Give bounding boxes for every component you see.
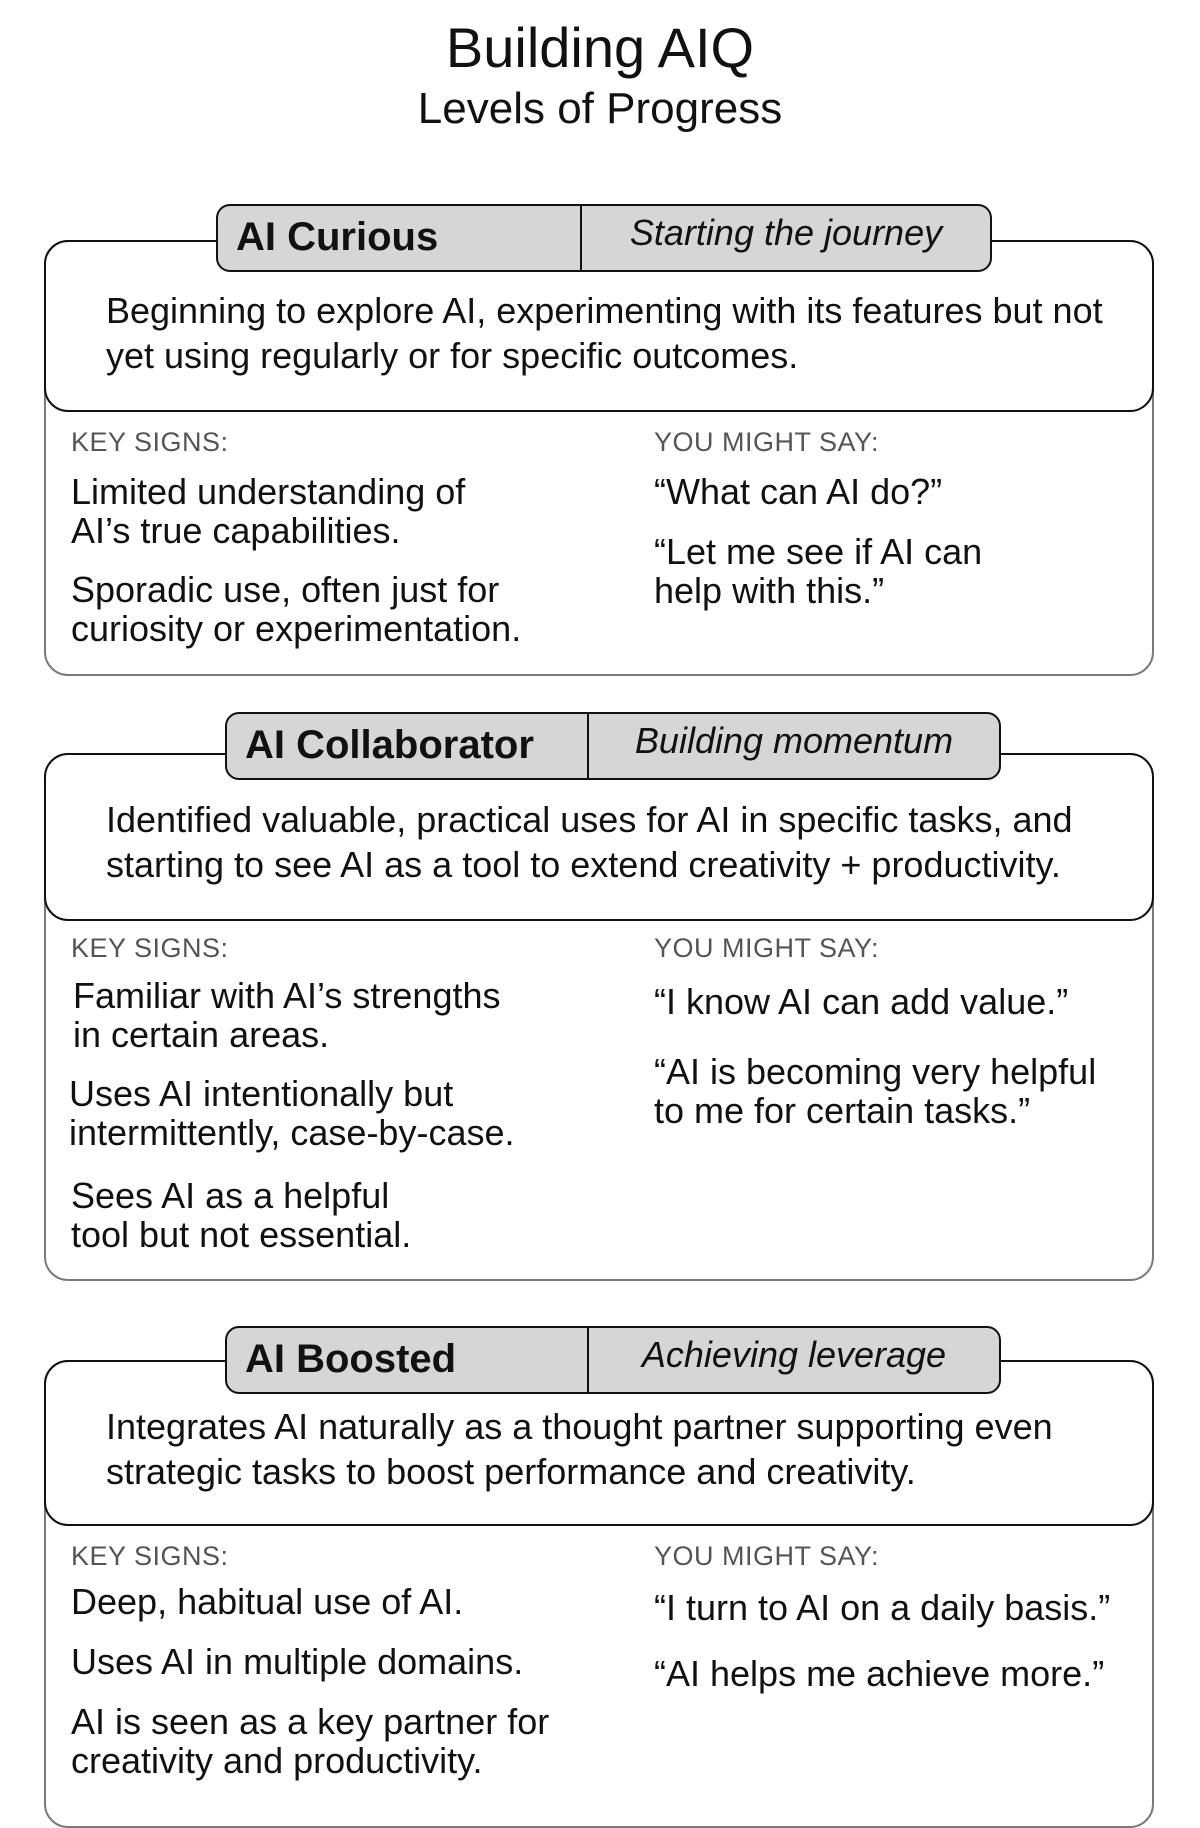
you-might-say-label: YOU MIGHT SAY:	[654, 933, 880, 963]
you-might-say-label: YOU MIGHT SAY:	[654, 427, 880, 457]
page-title: Building AIQ	[445, 16, 755, 79]
key-sign-item: Familiar with AI’s strengths in certain …	[73, 975, 501, 1055]
quote-item: “I turn to AI on a daily basis.”	[654, 1587, 1111, 1628]
level-name: AI Boosted	[227, 1328, 589, 1392]
level-tab: AI Boosted Achieving leverage	[225, 1326, 1001, 1394]
level-tagline: Building momentum	[634, 720, 954, 761]
key-sign-item: Deep, habitual use of AI.	[71, 1581, 464, 1622]
key-signs-label: KEY SIGNS:	[71, 1541, 229, 1571]
level-name: AI Collaborator	[227, 714, 589, 778]
key-signs-label: KEY SIGNS:	[71, 933, 229, 963]
key-sign-item: Uses AI in multiple domains.	[71, 1641, 524, 1682]
level-tab: AI Collaborator Building momentum	[225, 712, 1001, 780]
level-description: Integrates AI naturally as a thought par…	[106, 1406, 1053, 1492]
quote-item: “What can AI do?”	[654, 471, 943, 512]
quote-item: “I know AI can add value.”	[654, 981, 1069, 1022]
level-tagline: Achieving leverage	[641, 1334, 947, 1375]
level-name: AI Curious	[218, 206, 582, 270]
you-might-say-label: YOU MIGHT SAY:	[654, 1541, 880, 1571]
level-description: Identified valuable, practical uses for …	[106, 799, 1073, 885]
quote-item: “AI helps me achieve more.”	[654, 1653, 1105, 1694]
quote-item: “Let me see if AI can help with this.”	[654, 531, 983, 611]
key-sign-item: Uses AI intentionally but intermittently…	[69, 1073, 515, 1153]
level-description: Beginning to explore AI, experimenting w…	[106, 290, 1103, 376]
key-sign-item: Limited understanding of AI’s true capab…	[71, 471, 466, 551]
page-subtitle: Levels of Progress	[417, 84, 783, 133]
key-sign-item: AI is seen as a key partner for creativi…	[71, 1701, 550, 1781]
key-sign-item: Sporadic use, often just for curiosity o…	[71, 569, 522, 649]
description-box: Identified valuable, practical uses for …	[44, 753, 1154, 921]
key-sign-item: Sees AI as a helpful tool but not essent…	[71, 1175, 412, 1255]
quote-item: “AI is becoming very helpful to me for c…	[654, 1051, 1097, 1131]
key-signs-label: KEY SIGNS:	[71, 427, 229, 457]
level-tagline: Starting the journey	[629, 212, 943, 253]
level-tab: AI Curious Starting the journey	[216, 204, 992, 272]
